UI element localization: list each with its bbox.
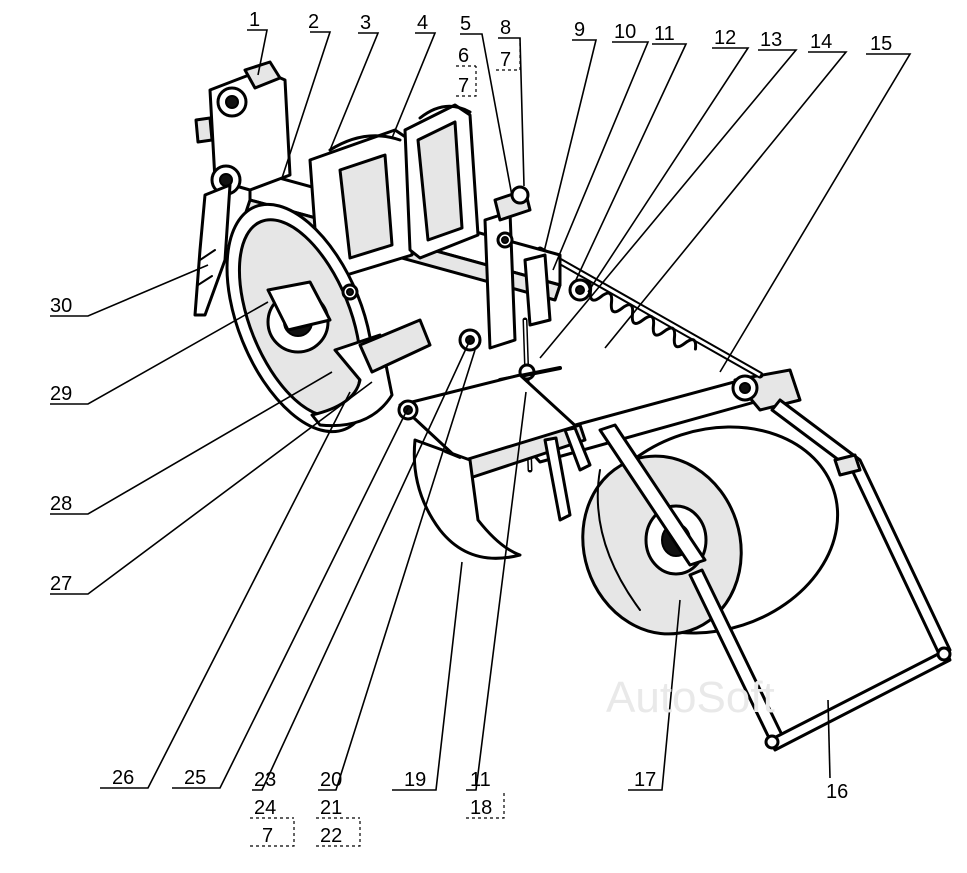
callout-18: 18 [470,797,492,819]
callout-29: 29 [50,383,72,405]
coulter-knife [193,183,232,317]
furrow-opener [310,318,432,428]
callout-26: 26 [112,767,134,789]
callout-16: 16 [826,781,848,803]
callout-11-top: 11 [654,23,675,45]
callout-27: 27 [50,573,72,595]
callout-5: 5 [460,13,471,35]
adjusting-posts [483,185,552,350]
callout-4: 4 [417,12,428,34]
coil-spring [578,279,698,351]
callout-7-lower: 7 [262,825,273,847]
watermark: AutoSoft [606,673,775,722]
callout-21: 21 [320,797,342,819]
callout-14: 14 [810,31,832,53]
leader-lines [50,29,912,847]
callout-15: 15 [870,33,892,55]
callout-2: 2 [308,11,319,33]
callout-9: 9 [574,19,585,41]
callout-19: 19 [404,769,426,791]
callout-12: 12 [714,27,736,49]
callout-13: 13 [760,29,782,51]
coverer-blade [412,438,522,560]
callout-30: 30 [50,295,72,317]
callout-1: 1 [249,9,260,31]
callout-23: 23 [254,769,276,791]
rear-handle-frame [688,398,952,752]
machine-illustration [193,60,952,752]
callout-17: 17 [634,769,656,791]
callout-7-upper-left: 7 [458,75,469,97]
callout-3: 3 [360,12,371,34]
covering-tines [543,426,592,522]
seed-disc [225,202,375,434]
callout-8: 8 [500,17,511,39]
hitch-bracket [194,60,292,196]
callout-numbers: 1 2 3 4 5 6 7 8 7 9 10 11 12 13 14 15 30… [50,9,892,847]
spring-rod [536,246,764,379]
callout-7-upper-right: 7 [500,49,511,71]
callout-28: 28 [50,493,72,515]
callout-25: 25 [184,767,206,789]
callout-10: 10 [614,21,636,43]
callout-24: 24 [254,797,276,819]
callout-11-bottom: 11 [470,769,491,791]
callout-20: 20 [320,769,342,791]
callout-22: 22 [320,825,342,847]
seed-hoppers [308,103,480,282]
callout-6: 6 [458,45,469,67]
